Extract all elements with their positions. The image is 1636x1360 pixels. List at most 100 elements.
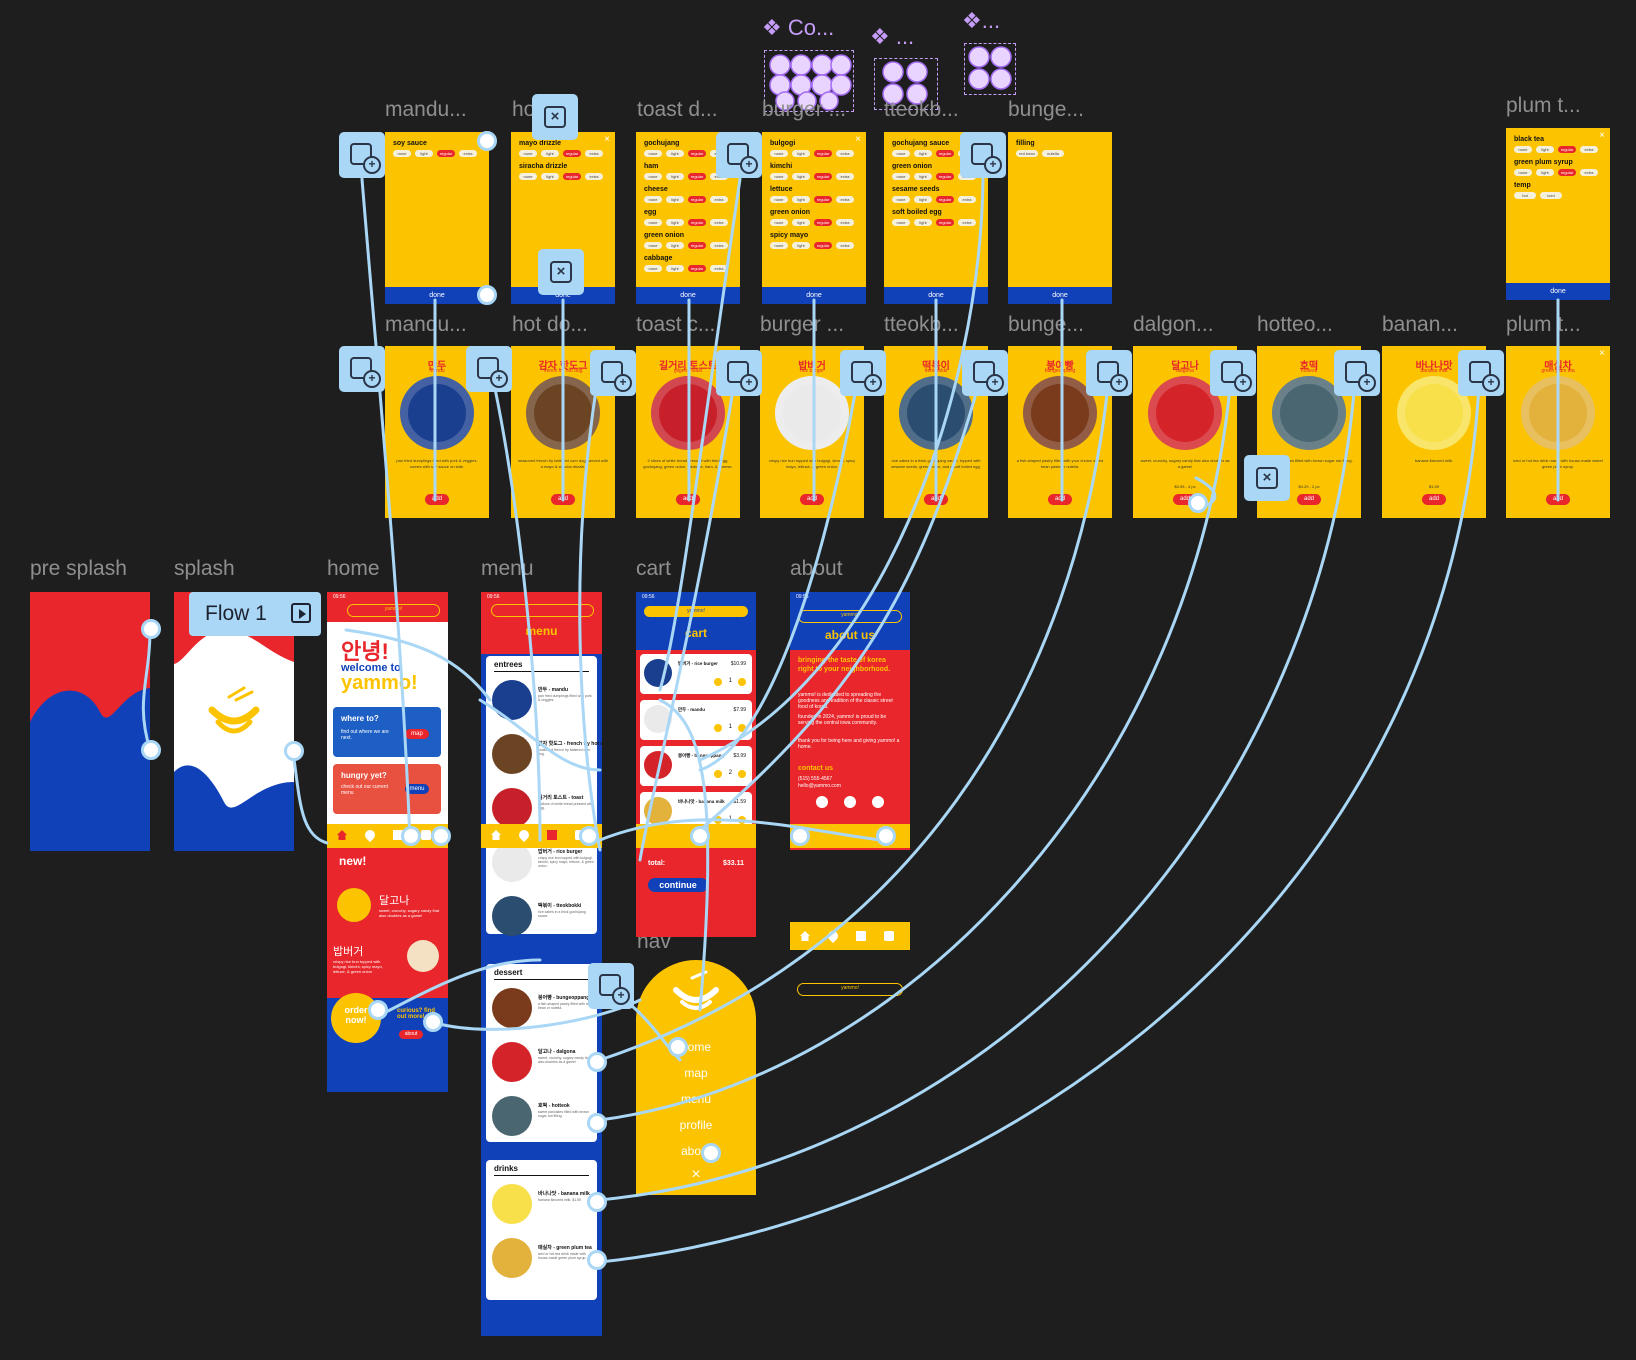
add-to-cart-button[interactable]: add (425, 494, 449, 505)
add-to-cart-button[interactable]: add (1546, 494, 1570, 505)
option-pill[interactable]: regular (936, 150, 954, 157)
option-pill[interactable]: none (770, 173, 788, 180)
component-set-thumb-1[interactable] (764, 50, 854, 112)
option-pill[interactable]: regular (688, 173, 706, 180)
option-pill[interactable]: regular (688, 196, 706, 203)
add-interaction-button[interactable]: + (840, 350, 886, 396)
close-overlay-button[interactable]: × (1244, 455, 1290, 501)
option-pill[interactable]: regular (1558, 169, 1576, 176)
option-pill[interactable]: light (666, 196, 684, 203)
add-interaction-button[interactable]: + (590, 350, 636, 396)
qty-minus-button[interactable] (714, 724, 722, 732)
option-pill[interactable]: iced (1540, 192, 1562, 199)
option-pill[interactable]: light (914, 196, 932, 203)
panel-label-mandu[interactable]: mandu... (385, 98, 467, 121)
option-pill[interactable]: extra (459, 150, 477, 157)
panel-label-plum[interactable]: plum t... (1506, 94, 1581, 117)
qty-minus-button[interactable] (714, 770, 722, 778)
panel-label-tteokbokki[interactable]: tteokb... (884, 98, 959, 121)
cart-icon[interactable] (884, 931, 894, 941)
frame-label-cart[interactable]: cart (636, 557, 672, 580)
option-pill[interactable]: extra (958, 196, 976, 203)
cart-item[interactable]: 밥버거 - rice burger $10.99 1 (640, 654, 752, 694)
close-icon[interactable]: × (855, 134, 861, 145)
option-pill[interactable]: regular (936, 219, 954, 226)
option-pill[interactable]: none (393, 150, 411, 157)
option-pill[interactable]: extra (1580, 169, 1598, 176)
option-pill[interactable]: regular (1558, 146, 1576, 153)
option-pill[interactable]: none (519, 173, 537, 180)
option-pill[interactable]: none (644, 150, 662, 157)
component-set-thumb-2[interactable] (874, 58, 938, 110)
done-button[interactable]: done (884, 287, 988, 304)
connection-node[interactable] (477, 131, 497, 151)
option-pill[interactable]: extra (836, 196, 854, 203)
add-interaction-button[interactable]: + (339, 346, 385, 392)
option-pill[interactable]: light (415, 150, 433, 157)
connection-node[interactable] (423, 1012, 443, 1032)
card-label-banana[interactable]: banan... (1382, 313, 1458, 336)
component-set-thumb-3[interactable] (964, 43, 1016, 95)
frame-label-home[interactable]: home (327, 557, 380, 580)
cart-item[interactable]: 붕어빵 - bungeoppang $3.99 2 (640, 746, 752, 786)
connection-node[interactable] (431, 826, 451, 846)
brand-search-bar[interactable] (491, 604, 594, 617)
option-pill[interactable]: light (666, 265, 684, 272)
option-pill[interactable]: none (770, 242, 788, 249)
option-pill[interactable]: light (541, 173, 559, 180)
component-label-1[interactable]: ❖ Co... (762, 15, 835, 40)
option-pill[interactable]: light (792, 173, 810, 180)
option-pill[interactable]: regular (814, 196, 832, 203)
card-label-bungeo[interactable]: bunge... (1008, 313, 1084, 336)
option-pill[interactable]: regular (814, 219, 832, 226)
option-pill[interactable]: extra (585, 173, 603, 180)
option-pill[interactable]: none (892, 173, 910, 180)
option-pill[interactable]: regular (936, 196, 954, 203)
option-pill[interactable]: regular (563, 150, 581, 157)
card-label-dalgona[interactable]: dalgon... (1133, 313, 1214, 336)
option-pill[interactable]: regular (688, 265, 706, 272)
option-pill[interactable]: red bean (1016, 150, 1038, 157)
option-pill[interactable]: regular (936, 173, 954, 180)
cart-icon[interactable] (421, 830, 431, 840)
option-pill[interactable]: regular (688, 150, 706, 157)
option-pill[interactable]: regular (688, 242, 706, 249)
option-pill[interactable]: none (644, 265, 662, 272)
option-pill[interactable]: extra (710, 219, 728, 226)
card-label-tteokbokki[interactable]: tteokb... (884, 313, 959, 336)
connection-node[interactable] (284, 741, 304, 761)
option-pill[interactable]: light (792, 219, 810, 226)
option-pill[interactable]: none (770, 150, 788, 157)
close-overlay-button[interactable]: × (538, 249, 584, 295)
option-pill[interactable]: light (914, 219, 932, 226)
option-pill[interactable]: regular (814, 173, 832, 180)
card-label-toast[interactable]: toast c... (636, 313, 716, 336)
option-pill[interactable]: none (644, 242, 662, 249)
map-pin-icon[interactable] (362, 827, 378, 843)
option-pill[interactable]: nutella (1042, 150, 1064, 157)
add-interaction-button[interactable]: + (960, 132, 1006, 178)
option-pill[interactable]: extra (958, 219, 976, 226)
done-button[interactable]: done (1506, 283, 1610, 300)
done-button[interactable]: done (511, 287, 615, 304)
option-pill[interactable]: light (914, 173, 932, 180)
connection-node[interactable] (368, 1000, 388, 1020)
add-interaction-button[interactable]: + (339, 132, 385, 178)
close-icon[interactable]: × (1599, 348, 1605, 359)
option-pill[interactable]: light (792, 196, 810, 203)
panel-label-toast[interactable]: toast d... (637, 98, 718, 121)
brand-search-bar[interactable]: yammo! (644, 606, 748, 617)
option-pill[interactable]: regular (814, 242, 832, 249)
add-interaction-button[interactable]: + (1458, 350, 1504, 396)
option-pill[interactable]: extra (1580, 146, 1598, 153)
twitter-icon[interactable] (872, 796, 884, 808)
map-button[interactable]: map (405, 729, 429, 739)
